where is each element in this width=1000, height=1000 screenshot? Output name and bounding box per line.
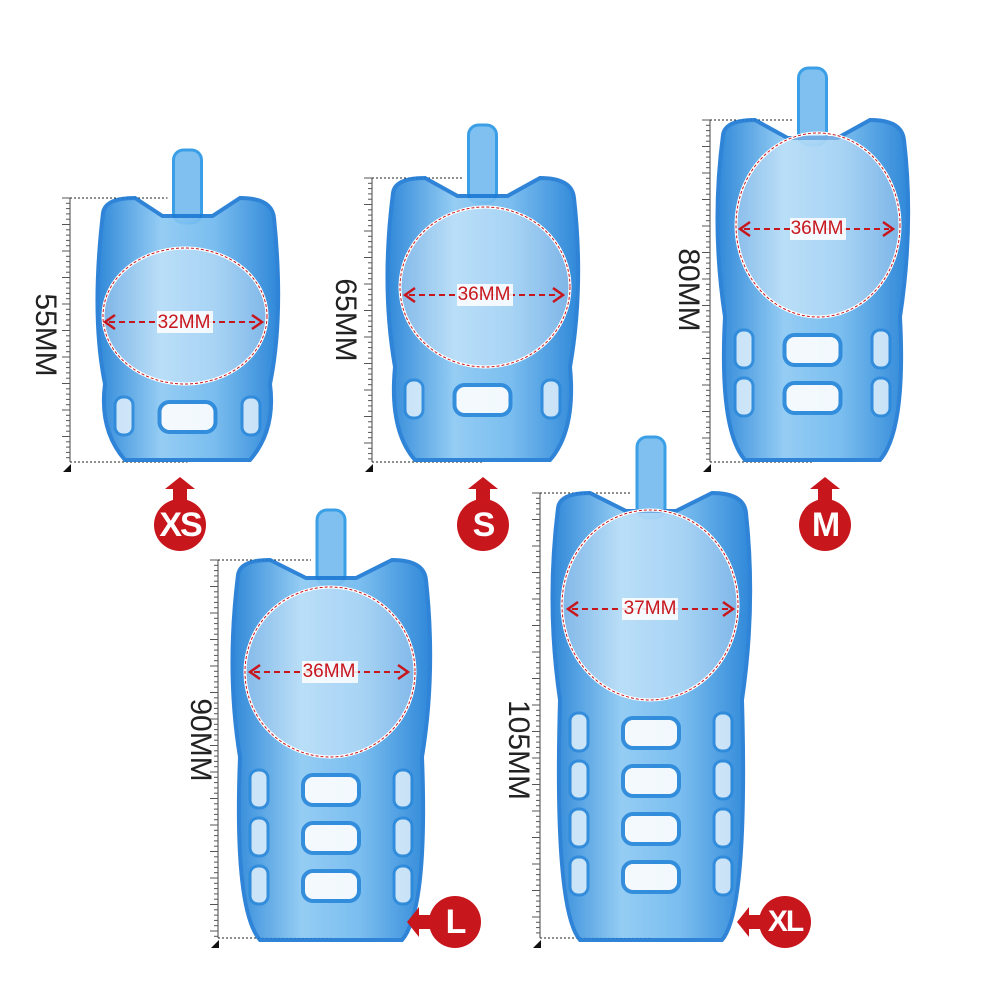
cage-hole xyxy=(301,869,361,903)
cage-hole xyxy=(733,328,755,370)
width-label-l: 36MM xyxy=(302,661,356,682)
cage-hole xyxy=(392,768,414,810)
size-badge-l: L xyxy=(429,896,481,948)
cage-hole xyxy=(782,333,843,367)
cage-loop xyxy=(635,435,667,520)
arrow-right-icon xyxy=(552,286,566,304)
arrow-right-icon xyxy=(397,663,411,681)
arrow-right-icon xyxy=(882,220,896,238)
cage-body xyxy=(385,175,581,462)
cage-hole xyxy=(712,759,734,801)
ruler-end-triangle xyxy=(703,464,711,472)
cage-hole xyxy=(568,759,590,801)
size-group-m xyxy=(702,66,911,505)
cage-hole xyxy=(540,378,562,420)
cage-hole xyxy=(568,711,590,753)
cage-hole xyxy=(248,816,270,858)
size-badge-m: M xyxy=(799,499,851,551)
cage-hole xyxy=(392,816,414,858)
cage-hole xyxy=(248,768,270,810)
height-label-l: 90MM xyxy=(184,698,217,782)
cage-hole xyxy=(301,773,361,807)
width-label-xl: 37MM xyxy=(623,598,677,619)
cage-hole xyxy=(248,864,270,906)
width-label-bg xyxy=(157,311,213,333)
cage-hole xyxy=(240,395,262,437)
ruler-end-triangle xyxy=(533,940,541,948)
width-label-bg xyxy=(457,284,513,306)
ring-dashed-outline xyxy=(399,206,571,368)
cage-hole xyxy=(712,855,734,897)
width-label-bg xyxy=(302,661,358,683)
ring-dashed-outline xyxy=(735,132,901,318)
cage-hole xyxy=(712,807,734,849)
arrow-right-icon xyxy=(722,600,736,618)
cage-body xyxy=(715,117,911,462)
cage-loop xyxy=(315,508,347,587)
height-label-xl: 105MM xyxy=(502,699,535,801)
size-group-s xyxy=(364,123,581,505)
arrow-left-icon xyxy=(737,220,751,238)
cage-hole xyxy=(113,395,135,437)
width-label-bg xyxy=(790,218,846,240)
cage-hole xyxy=(392,864,414,906)
cage-hole xyxy=(621,860,681,894)
ruler-end-triangle xyxy=(211,940,219,948)
cage-hole xyxy=(568,807,590,849)
arrow-left-icon xyxy=(102,313,116,331)
cage-hole xyxy=(733,376,755,418)
cage-hole xyxy=(870,328,892,370)
arrow-left-icon xyxy=(565,600,579,618)
ring-dashed-outline xyxy=(561,509,739,701)
arrow-left-icon xyxy=(247,663,261,681)
cage-hole xyxy=(301,821,361,855)
cage-hole xyxy=(621,812,681,846)
size-badge-xl: XL xyxy=(759,896,811,948)
cage-hole xyxy=(782,381,843,415)
size-group-l xyxy=(210,508,435,948)
width-label-bg xyxy=(622,598,678,620)
cage-loop xyxy=(172,148,203,225)
width-label-s: 36MM xyxy=(457,284,511,305)
ruler-end-triangle xyxy=(63,464,71,472)
arrow-left-icon xyxy=(402,286,416,304)
cage-hole xyxy=(870,376,892,418)
height-label-xs: 55MM xyxy=(29,293,62,377)
ruler-end-triangle xyxy=(365,464,373,472)
cage-hole xyxy=(621,716,681,750)
width-label-xs: 32MM xyxy=(157,312,211,333)
cage-hole xyxy=(452,383,513,417)
arrow-left-icon xyxy=(737,907,765,937)
cage-hole xyxy=(568,855,590,897)
cage-hole xyxy=(712,711,734,753)
arrow-up-icon xyxy=(468,477,498,505)
ring-dashed-outline xyxy=(244,586,416,758)
cage-hole xyxy=(157,400,218,434)
size-badge-xs: XS xyxy=(154,499,206,551)
size-group-xs xyxy=(62,148,281,505)
arrow-right-icon xyxy=(251,313,265,331)
size-group-xl xyxy=(532,435,765,948)
arrow-up-icon xyxy=(165,477,195,505)
cage-body xyxy=(230,557,433,942)
cage-hole xyxy=(403,378,425,420)
cage-loop xyxy=(467,123,498,205)
height-label-s: 65MM xyxy=(329,278,362,362)
arrow-left-icon xyxy=(407,907,435,937)
height-label-m: 80MM xyxy=(672,248,705,332)
cage-hole xyxy=(621,764,681,798)
ring-dashed-outline xyxy=(102,247,268,385)
size-badge-s: S xyxy=(457,499,509,551)
width-label-m: 36MM xyxy=(790,218,844,239)
arrow-up-icon xyxy=(810,477,840,505)
